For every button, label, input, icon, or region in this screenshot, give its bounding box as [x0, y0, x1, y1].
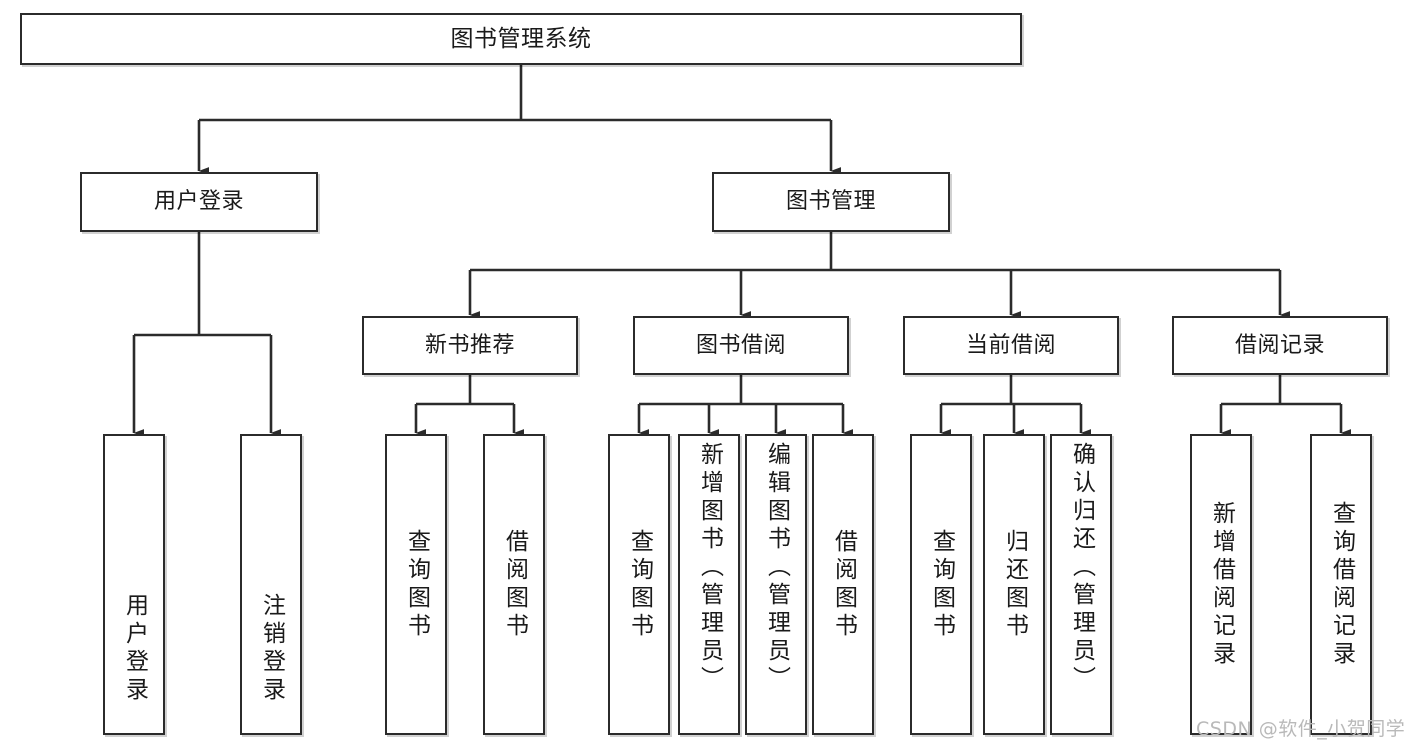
node-label: 编辑图书（管理员） [763, 442, 790, 694]
node-leaf-query-book-1[interactable]: 查询图书 [385, 434, 447, 735]
connector-group [132, 65, 1352, 437]
node-leaf-borrow-book-2[interactable]: 借阅图书 [812, 434, 874, 735]
node-borrow-record[interactable]: 借阅记录 [1172, 316, 1388, 375]
node-user-login[interactable]: 用户登录 [80, 172, 318, 232]
node-label: 图书借阅 [695, 332, 786, 358]
node-label: 借阅图书 [501, 528, 528, 641]
node-current-borrow[interactable]: 当前借阅 [903, 316, 1119, 375]
node-label: 借阅记录 [1234, 332, 1325, 358]
node-book-manage[interactable]: 图书管理 [712, 172, 950, 232]
node-label: 新增图书（管理员） [696, 442, 723, 694]
node-leaf-add-record[interactable]: 新增借阅记录 [1190, 434, 1252, 735]
node-leaf-add-book[interactable]: 新增图书（管理员） [678, 434, 740, 735]
node-label: 归还图书 [1001, 528, 1028, 641]
node-leaf-user-login[interactable]: 用户登录 [103, 434, 165, 735]
node-leaf-query-book-2[interactable]: 查询图书 [608, 434, 670, 735]
node-label: 查询借阅记录 [1328, 500, 1355, 669]
node-label: 新增借阅记录 [1208, 500, 1235, 669]
node-label: 图书管理系统 [450, 25, 592, 52]
node-root[interactable]: 图书管理系统 [20, 13, 1022, 65]
node-label: 注销登录 [258, 593, 285, 705]
node-leaf-return-book[interactable]: 归还图书 [983, 434, 1045, 735]
node-leaf-user-logout[interactable]: 注销登录 [240, 434, 302, 735]
csdn-watermark: CSDN @软件_小贺同学 [1196, 718, 1405, 740]
node-label: 确认归还（管理员） [1068, 442, 1095, 694]
node-label: 图书管理 [785, 189, 876, 215]
node-label: 当前借阅 [965, 332, 1056, 358]
node-label: 新书推荐 [424, 332, 515, 358]
node-label: 查询图书 [626, 528, 653, 641]
node-label: 用户登录 [153, 189, 244, 215]
node-book-borrow[interactable]: 图书借阅 [633, 316, 849, 375]
node-leaf-query-book-3[interactable]: 查询图书 [910, 434, 972, 735]
node-leaf-query-record[interactable]: 查询借阅记录 [1310, 434, 1372, 735]
node-label: 查询图书 [403, 528, 430, 641]
node-leaf-borrow-book-1[interactable]: 借阅图书 [483, 434, 545, 735]
node-label: 借阅图书 [830, 528, 857, 641]
node-new-book-rec[interactable]: 新书推荐 [362, 316, 578, 375]
node-label: 用户登录 [121, 593, 148, 705]
node-label: 查询图书 [928, 528, 955, 641]
node-leaf-edit-book[interactable]: 编辑图书（管理员） [745, 434, 807, 735]
node-leaf-confirm-return[interactable]: 确认归还（管理员） [1050, 434, 1112, 735]
